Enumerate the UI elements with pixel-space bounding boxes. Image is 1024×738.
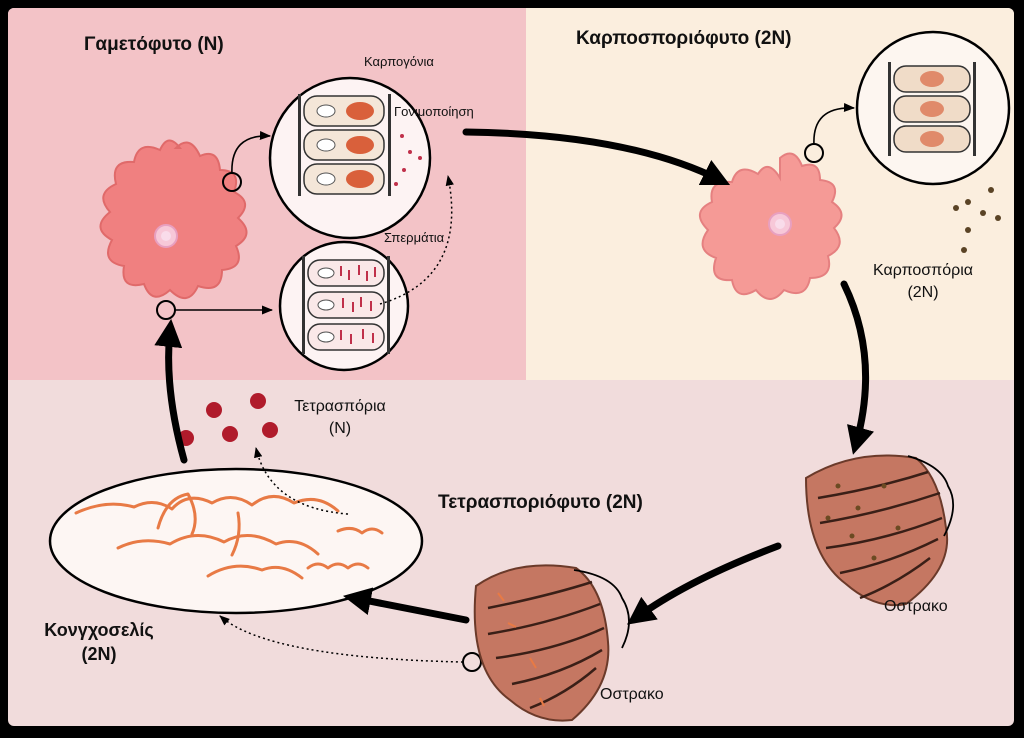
carposporophyte-zoom [855,30,1011,186]
conchocelis-label-line1: Κονγχοσελίς [44,620,154,640]
conchocelis-label: Κονγχοσελίς (2Ν) [24,618,174,666]
shell-left [473,564,630,722]
carpospores-label: Καρποσπόρια (2Ν) [868,260,978,304]
gametophyte-title: Γαμετόφυτο (Ν) [84,34,224,55]
spermatia-label: Σπερμάτια [384,230,445,245]
gametophyte-region [8,8,526,380]
conchocelis-label-line2: (2Ν) [81,644,117,664]
conchocelis-ellipse [48,467,424,615]
diagram-canvas [8,8,1014,722]
gametophyte-thallus [99,139,248,299]
shell-left-label: Οστρακο [600,686,664,703]
carpogonia-label: Καρπογόνια [364,54,434,69]
carpogonia-zoom [268,76,432,240]
tetraspores-label-line1: Τετρασπόρια [294,398,386,415]
tetraspores-label: Τετρασπόρια (Ν) [280,396,400,440]
shell-right-label: Οστρακο [884,598,948,615]
tetraspores-label-line2: (Ν) [328,420,352,437]
carposporophyte-title: Καρποσποριόφυτο (2Ν) [576,28,792,49]
shell-right [804,454,954,607]
life-cycle-diagram: Γαμετόφυτο (Ν) Καρποσποριόφυτο (2Ν) Τετρ… [8,8,1014,726]
spermatia-zoom [278,240,410,372]
tetrasporophyte-title: Τετρασποριόφυτο (2Ν) [438,492,643,513]
carpospores-label-line1: Καρποσπόρια [872,262,974,279]
tetraspores [178,393,278,446]
fertilization-label: Γονιμοποίηση [394,104,474,119]
carpospores-label-line2: (2Ν) [907,284,939,301]
carpospores [953,187,1001,253]
